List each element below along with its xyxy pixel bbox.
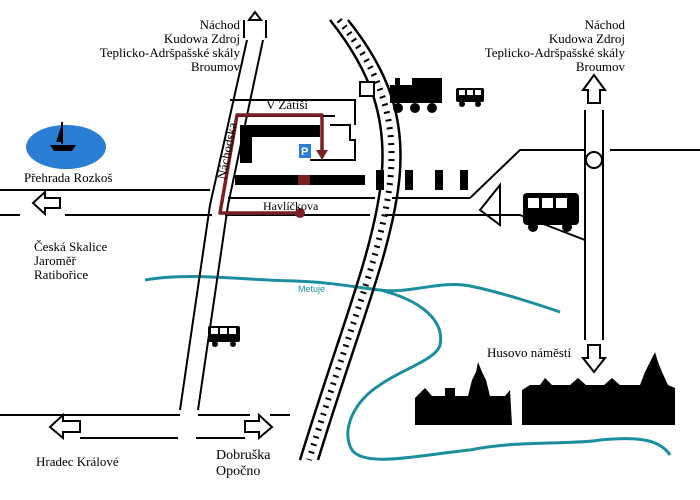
building-blocks (235, 125, 468, 190)
lake-label: Přehrada Rozkoš (24, 170, 113, 185)
arrow-icon (31, 10, 608, 441)
dest-north-top: Náchod Kudowa Zdroj Teplicko-Adršpašské … (99, 17, 240, 74)
town-hall-silhouette (522, 352, 675, 425)
parking-label: P (301, 146, 309, 158)
street-havlickova: Havlíčkova (263, 199, 319, 213)
route-end-dot (295, 208, 305, 218)
dest-south-left: Hradec Králové (36, 454, 119, 469)
boat-icon (50, 122, 76, 151)
railway (298, 18, 402, 461)
street-v-zatisi: V Zátiší (266, 97, 309, 112)
parking-area (310, 124, 356, 161)
railway-crossing (359, 81, 375, 97)
dest-west-middle: Česká Skalice Jaroměř Ratibořice (34, 239, 108, 282)
church-silhouette (415, 362, 512, 425)
road-network (0, 20, 700, 439)
bus-stop-icon (208, 326, 240, 347)
river-metuje (144, 274, 672, 461)
river-label: Metuje (298, 284, 326, 294)
bus-station-icon (523, 193, 579, 232)
dest-north-right: Náchod Kudowa Zdroj Teplicko-Adršpašské … (484, 17, 625, 74)
dest-south-right: Dobruška Opočno (216, 448, 271, 479)
bus-icon (456, 88, 484, 107)
square-label: Husovo náměstí (487, 345, 572, 360)
building-highlight (298, 175, 310, 185)
train-icon (390, 78, 442, 113)
parking-sign-icon (299, 144, 311, 158)
route-to-hotel (218, 113, 324, 215)
route-arrowhead-down (316, 150, 328, 160)
